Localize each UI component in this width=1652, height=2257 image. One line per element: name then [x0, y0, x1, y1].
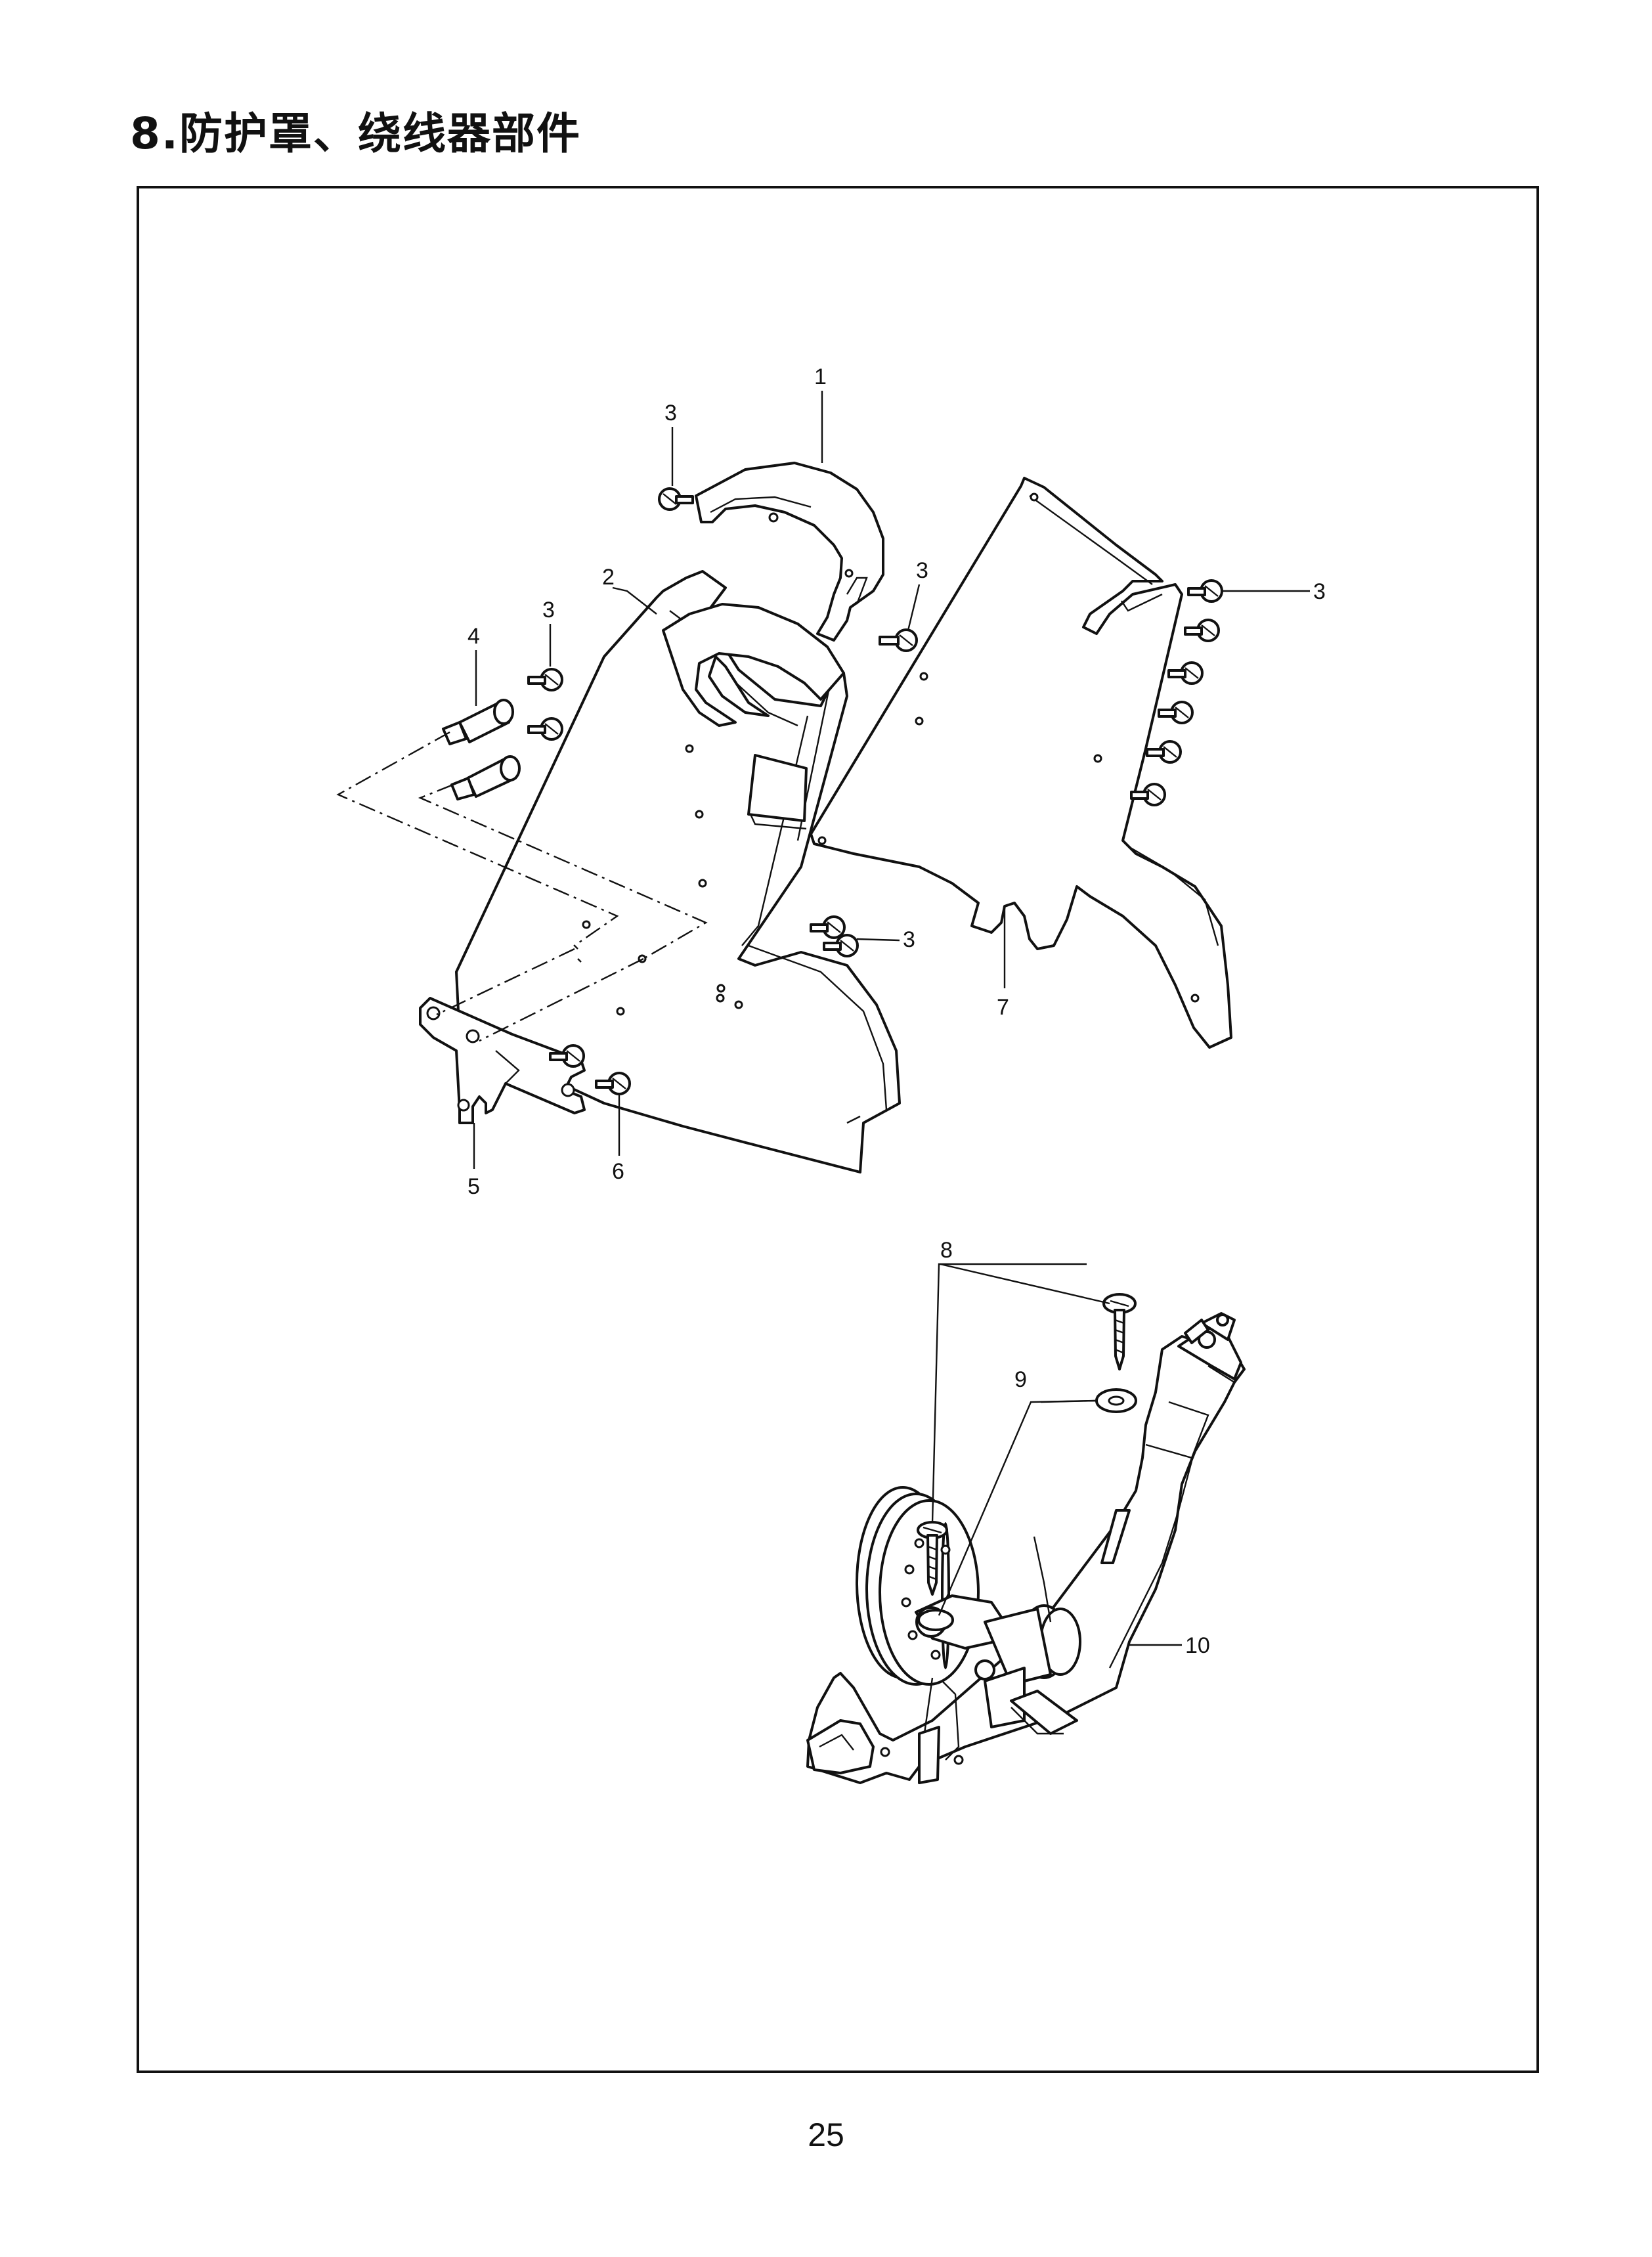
part-1-semicircle-cover: [695, 462, 884, 642]
leader-lines: [473, 391, 1310, 1646]
callout-3b: 3: [542, 598, 555, 623]
callout-8: 8: [940, 1238, 953, 1263]
callout-1: 1: [814, 364, 827, 389]
callout-7: 7: [997, 995, 1009, 1020]
callout-5: 5: [467, 1174, 480, 1199]
callout-3e: 3: [903, 927, 915, 952]
callout-10: 10: [1185, 1633, 1210, 1658]
callout-labels: 1 2 3 3 3 3 3 4 5 6 7 8 9 10: [467, 364, 1326, 1658]
callout-2: 2: [602, 565, 615, 590]
part-2-inner-shell: [662, 603, 845, 727]
assembly-lines: [336, 731, 708, 1042]
callout-3a: 3: [664, 401, 677, 426]
callout-3d: 3: [1313, 579, 1326, 604]
callout-3c: 3: [916, 558, 928, 583]
screws: [527, 487, 1223, 1095]
callout-4: 4: [467, 624, 480, 649]
callout-9: 9: [1014, 1367, 1027, 1392]
callout-6: 6: [612, 1159, 624, 1184]
part-8-screws: [917, 1293, 1137, 1596]
diagram-frame: [137, 186, 1539, 2073]
part-7-cover-plate: [810, 477, 1232, 1049]
page-number: 25: [808, 2116, 844, 2153]
part-4-spacers: [442, 699, 521, 800]
page-title: 8.防护罩、绕线器部件: [130, 108, 581, 159]
